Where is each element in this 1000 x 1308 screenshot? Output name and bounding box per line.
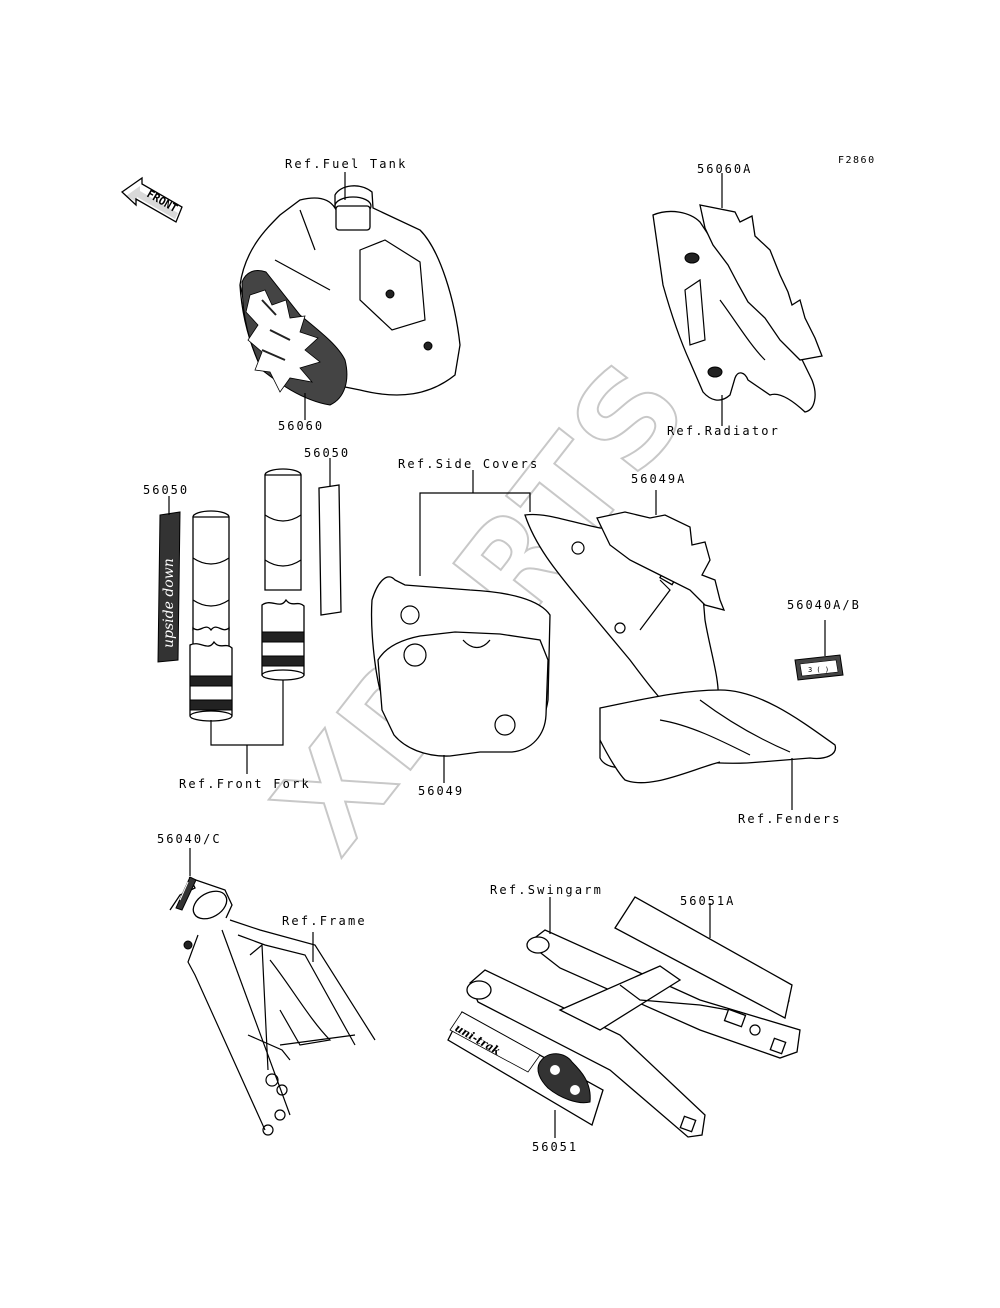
decal-56060: [241, 269, 348, 406]
label-56050-left: 56050: [143, 483, 190, 497]
label-56049: 56049: [418, 784, 465, 798]
label-56060a: 56060A: [697, 162, 753, 176]
label-56060: 56060: [278, 419, 325, 433]
swingarm-drawing: [466, 929, 801, 1138]
label-ref-front-fork: Ref.Front Fork: [179, 777, 311, 791]
label-ref-radiator: Ref.Radiator: [667, 424, 781, 438]
label-ref-side-covers: Ref.Side Covers: [398, 457, 540, 471]
rear-fender-drawing: [599, 689, 837, 784]
decal-56049: [377, 631, 549, 757]
svg-text:3 ( ): 3 ( ): [808, 666, 829, 674]
decal-56040ab: 3 ( ): [794, 654, 844, 681]
label-ref-frame: Ref.Frame: [282, 914, 367, 928]
front-fork-left-drawing: [189, 510, 233, 722]
decal-56040c: [175, 876, 197, 911]
label-56049a: 56049A: [631, 472, 687, 486]
decal-56050-right: [318, 484, 342, 616]
decal-56049a: [596, 511, 726, 611]
label-ref-swingarm: Ref.Swingarm: [490, 883, 604, 897]
frame-drawing: [169, 876, 376, 1136]
figure-code: F2860: [838, 155, 876, 166]
front-fork-right-drawing: [261, 468, 305, 681]
label-56040c: 56040/C: [157, 832, 222, 846]
decal-56060a: [699, 204, 823, 361]
decal-56050-left: upside down: [157, 511, 181, 663]
svg-text:upside down: upside down: [161, 558, 177, 648]
label-56051: 56051: [532, 1140, 579, 1154]
label-ref-fuel-tank: Ref.Fuel Tank: [285, 157, 408, 171]
label-ref-fenders: Ref.Fenders: [738, 812, 842, 826]
label-56040ab: 56040A/B: [787, 598, 861, 612]
label-56050-right: 56050: [304, 446, 351, 460]
label-56051a: 56051A: [680, 894, 736, 908]
decal-56051a: [614, 896, 793, 1019]
front-arrow-icon: FRONT: [120, 176, 183, 223]
